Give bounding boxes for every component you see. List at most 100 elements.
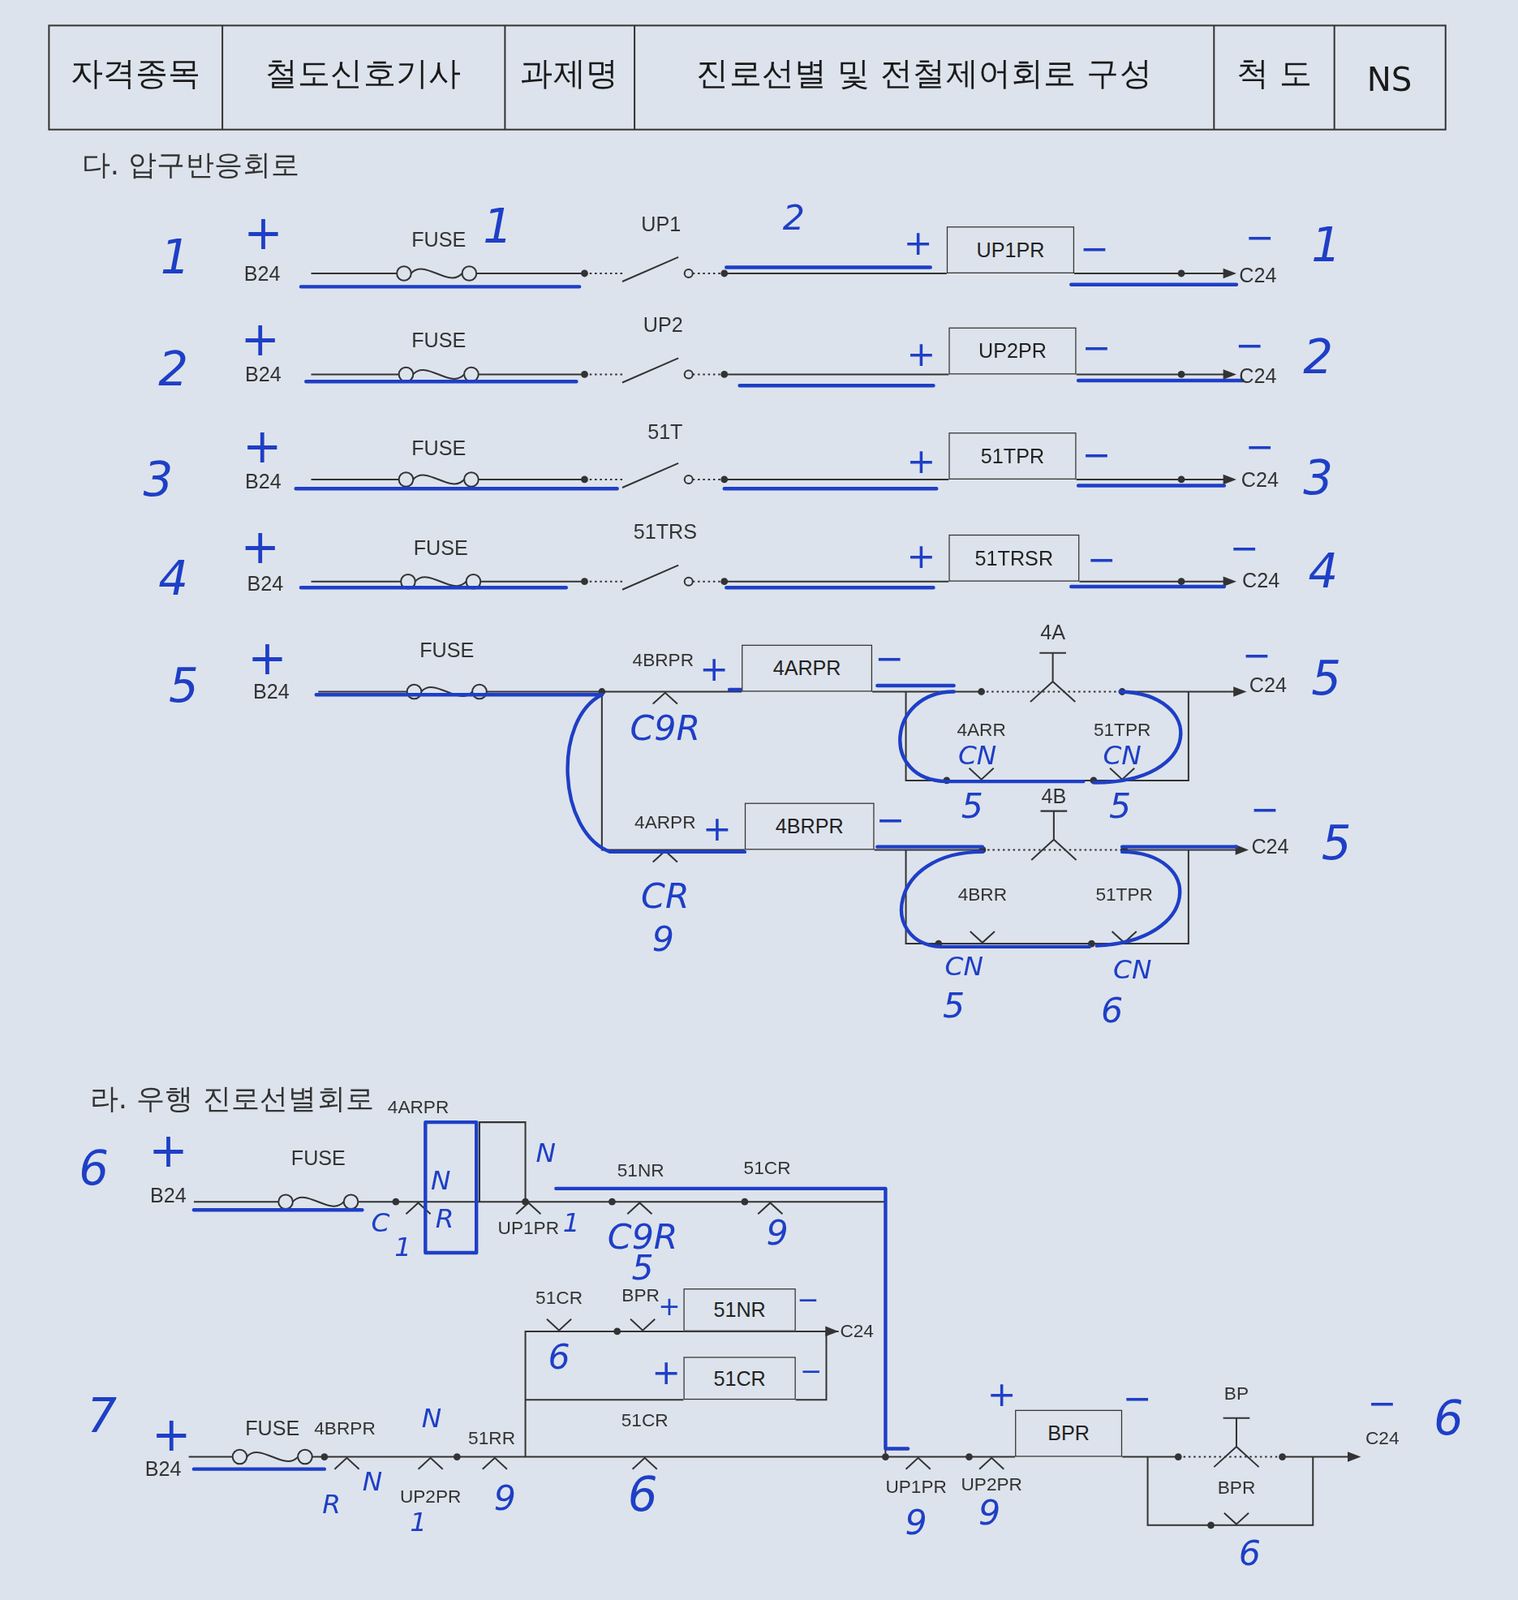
terminal-label: 4BRPR (632, 650, 694, 670)
header-cell: 과제명 (520, 56, 619, 90)
circuit-symbol (632, 1457, 658, 1470)
handwritten-note: 1 (160, 233, 191, 281)
terminal-label: UP2PR (960, 1474, 1022, 1494)
wire-line (877, 844, 983, 848)
relay-box: 51NR (683, 1288, 796, 1332)
circuit-symbol (453, 1453, 461, 1461)
wire-line (193, 1466, 325, 1471)
handwritten-note: 6 (78, 1144, 109, 1192)
circuit-symbol (418, 1457, 443, 1470)
relay-name: 4ARPR (773, 657, 842, 680)
circuit-symbol (1213, 1418, 1259, 1467)
wire-line (311, 373, 1225, 375)
handwritten-note: R (322, 1490, 341, 1518)
header-cell: NS (1367, 63, 1413, 96)
relay-name: UP2PR (978, 339, 1047, 363)
terminal-label: BPR (621, 1286, 660, 1306)
handwritten-note: 5 (632, 1249, 654, 1285)
handwritten-note: + (987, 1376, 1017, 1411)
circuit-symbol (546, 1319, 572, 1331)
terminal-label: UP2PR (399, 1487, 461, 1506)
header-cell: 진로선별 및 전철제어회로 구성 (696, 56, 1152, 90)
wire-line (296, 485, 1225, 490)
handwritten-note: N (535, 1139, 555, 1167)
circuit-symbol (1178, 370, 1186, 379)
handwritten-note: 6 (1433, 1394, 1464, 1442)
terminal-label: C24 (839, 1322, 874, 1342)
wire-line (901, 851, 1090, 947)
handwritten-note: + (151, 1410, 191, 1458)
terminal-label: 51RR (468, 1429, 516, 1449)
wire-line (301, 266, 1237, 287)
header-table (48, 25, 1445, 130)
terminal-label: BPR (1217, 1478, 1256, 1497)
handwritten-note: 5 (961, 788, 984, 824)
circuit-symbol (1178, 476, 1186, 484)
handwritten-note: N (421, 1404, 442, 1432)
circuit-symbol (399, 472, 479, 487)
terminal-label: 51CR (743, 1158, 792, 1178)
terminal-label: UP2 (643, 313, 684, 335)
handwritten-note: 1 (409, 1509, 427, 1536)
handwritten-note: − (1245, 428, 1275, 464)
wire-line (1093, 692, 1181, 783)
wire-line (899, 692, 1084, 783)
wire-line (311, 272, 1225, 275)
terminal-label: C24 (1365, 1429, 1400, 1449)
wire-line (525, 1331, 827, 1400)
terminal-label: FUSE (291, 1148, 346, 1169)
terminal-label: BP (1224, 1384, 1249, 1403)
circuit-symbol (334, 1457, 359, 1470)
circuit-symbol (979, 1457, 1004, 1470)
terminal-label: UP1PR (498, 1219, 560, 1239)
handwritten-note: CN (1113, 955, 1152, 983)
handwritten-note: + (243, 209, 283, 257)
circuit-symbols (232, 257, 1362, 1529)
wire-line (982, 848, 1125, 851)
wire-line (425, 1122, 477, 1253)
relay-box: BPR (1014, 1410, 1123, 1458)
handwritten-note: 2 (1302, 333, 1334, 381)
handwritten-note: CR (640, 878, 690, 914)
terminal-label: B24 (245, 471, 282, 492)
handwritten-note: + (240, 523, 280, 571)
handwritten-note: + (907, 336, 937, 372)
handwritten-note: − (799, 1358, 822, 1385)
wire-line (1148, 1457, 1314, 1526)
wire-line (906, 849, 1189, 944)
circuit-symbol (320, 1453, 328, 1461)
wire-line (222, 25, 1335, 130)
header-cell: 척 도 (1236, 56, 1312, 90)
relay-name: BPR (1047, 1422, 1090, 1445)
printed-wires (189, 273, 1350, 1526)
terminal-label: B24 (253, 681, 290, 702)
handwritten-note: 6 (627, 1470, 658, 1518)
terminal-label: 51TPR (1095, 885, 1153, 904)
wire-line (301, 586, 1225, 588)
circuit-symbol (977, 688, 985, 696)
handwritten-note: 5 (1321, 819, 1352, 867)
circuit-symbol (391, 1198, 400, 1206)
terminal-label: 4B (1041, 785, 1067, 806)
circuit-symbol (516, 1202, 541, 1214)
terminal-label: FUSE (419, 639, 474, 660)
handwritten-note: 3 (142, 455, 173, 504)
terminal-label: 51NR (617, 1161, 665, 1180)
handwritten-note: − (1242, 637, 1272, 673)
handwritten-note: C9R (629, 709, 701, 745)
circuit-symbol (1233, 686, 1247, 697)
handwritten-note: + (702, 811, 732, 847)
relay-box: 4BRPR (744, 803, 875, 851)
handwritten-note: 9 (978, 1494, 1001, 1530)
handwritten-note: CN (1102, 741, 1141, 769)
terminal-label: 51TRS (633, 521, 697, 542)
circuit-symbol (482, 1457, 508, 1470)
terminal-label: 51CR (535, 1288, 583, 1308)
header-cell: 철도신호기사 (265, 56, 461, 90)
terminal-label: C24 (1242, 570, 1280, 591)
circuit-symbol (580, 463, 728, 488)
circuit-symbol (1223, 576, 1237, 587)
circuit-symbol (1174, 1453, 1183, 1461)
handwritten-note: 9 (905, 1505, 928, 1540)
header-cell: 자격종목 (70, 56, 202, 90)
